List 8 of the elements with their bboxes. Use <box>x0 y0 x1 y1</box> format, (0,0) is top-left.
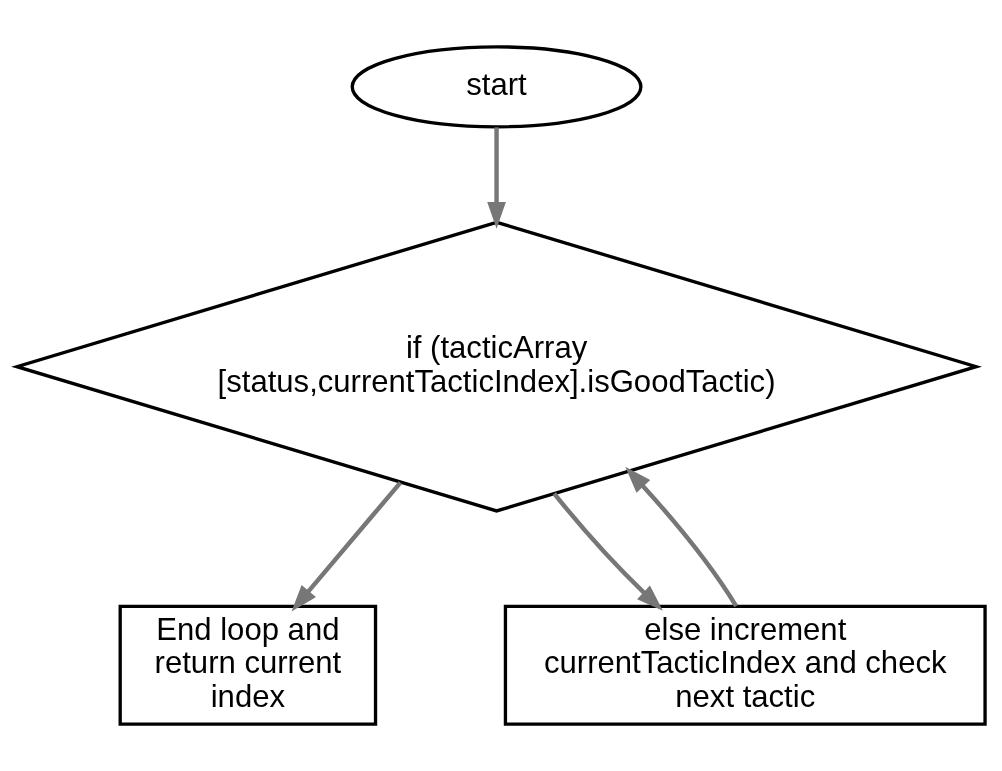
arrow <box>291 481 403 612</box>
arrow <box>552 492 663 611</box>
node-box: End loop and return current index <box>118 604 378 726</box>
arrow <box>625 466 739 608</box>
node-box: else increment currentTacticIndex and check next tactic <box>503 604 987 726</box>
node-ellipse: start <box>350 45 643 129</box>
arrow <box>487 127 506 229</box>
node-diamond: if (tacticArray [status,currentTacticIndex].isGoodTactic) <box>11 220 982 513</box>
